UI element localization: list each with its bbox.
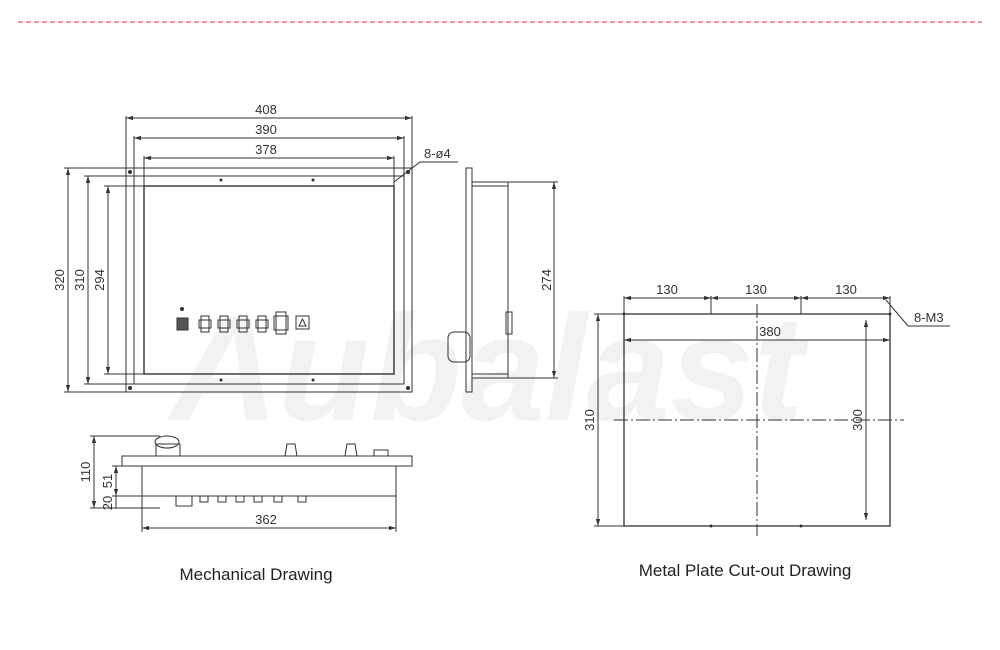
cutout-caption: Metal Plate Cut-out Drawing bbox=[639, 561, 852, 580]
bottom-view bbox=[90, 435, 413, 532]
dim-height-51: 51 bbox=[100, 474, 115, 488]
dim-width-390: 390 bbox=[255, 122, 277, 137]
dim-height-300: 300 bbox=[850, 409, 865, 431]
dim-width-378: 378 bbox=[255, 142, 277, 157]
front-panel-bezel bbox=[133, 175, 405, 385]
dim-height-310-cutout: 310 bbox=[582, 409, 597, 431]
dim-height-310: 310 bbox=[72, 269, 87, 291]
watermark: Aubalast bbox=[166, 284, 810, 452]
dim-height-20: 20 bbox=[100, 496, 115, 510]
dim-depth-274: 274 bbox=[539, 269, 554, 291]
mechanical-drawing bbox=[64, 115, 558, 532]
cutout-drawing bbox=[594, 295, 950, 536]
dim-height-294: 294 bbox=[92, 269, 107, 291]
dim-height-110: 110 bbox=[78, 462, 93, 483]
front-panel-screen bbox=[143, 185, 395, 375]
dim-spacing-3: 130 bbox=[835, 282, 857, 297]
side-view bbox=[447, 167, 558, 393]
dim-spacing-1: 130 bbox=[656, 282, 678, 297]
dim-width-408: 408 bbox=[255, 102, 277, 117]
front-panel-outer bbox=[125, 167, 413, 393]
dim-thread: 8-M3 bbox=[914, 310, 944, 325]
io-ports bbox=[176, 307, 310, 335]
dim-width-362: 362 bbox=[255, 512, 277, 527]
mounting-holes bbox=[128, 170, 410, 390]
dim-width-380: 380 bbox=[759, 324, 781, 339]
dim-height-320: 320 bbox=[52, 269, 67, 291]
mechanical-caption: Mechanical Drawing bbox=[179, 565, 332, 584]
dim-holes: 8-ø4 bbox=[424, 146, 451, 161]
dim-spacing-2: 130 bbox=[745, 282, 767, 297]
